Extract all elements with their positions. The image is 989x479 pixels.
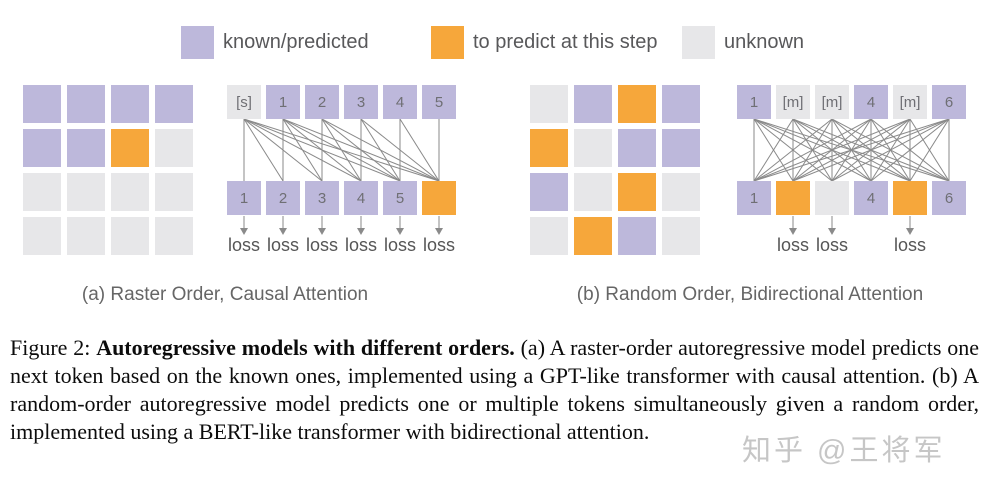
legend-swatch-known bbox=[181, 26, 214, 59]
grid-cell-known bbox=[662, 129, 700, 167]
grid-cell-known bbox=[155, 85, 193, 123]
grid-cell-known bbox=[574, 85, 612, 123]
grid-cell-known bbox=[23, 85, 61, 123]
bottom-token-2: 2 bbox=[266, 181, 300, 215]
grid-cell-known bbox=[618, 217, 656, 255]
grid-cell-known bbox=[67, 129, 105, 167]
bottom-token-6: 6 bbox=[932, 181, 966, 215]
grid-cell-unknown bbox=[574, 129, 612, 167]
loss-arrow-icon bbox=[396, 228, 404, 235]
grid-cell-unknown bbox=[23, 217, 61, 255]
top-token-4: 4 bbox=[854, 85, 888, 119]
random-order-grid bbox=[530, 85, 700, 255]
loss-label: loss bbox=[344, 235, 378, 255]
grid-cell-unknown bbox=[111, 217, 149, 255]
subcaption-b: (b) Random Order, Bidirectional Attentio… bbox=[576, 284, 924, 305]
top-token-3: 3 bbox=[344, 85, 378, 119]
bottom-token-predict bbox=[776, 181, 810, 215]
loss-arrow-icon bbox=[435, 228, 443, 235]
grid-cell-unknown bbox=[111, 173, 149, 211]
subcaption-a: (a) Raster Order, Causal Attention bbox=[81, 284, 369, 305]
grid-cell-known bbox=[111, 85, 149, 123]
bottom-token-3: 3 bbox=[305, 181, 339, 215]
bottom-token-predict bbox=[893, 181, 927, 215]
legend-label-to-predict: to predict at this step bbox=[473, 31, 658, 53]
grid-cell-unknown bbox=[574, 173, 612, 211]
grid-cell-unknown bbox=[662, 217, 700, 255]
legend-item-to-predict: to predict at this step bbox=[431, 26, 658, 59]
top-token-m: [m] bbox=[776, 85, 810, 119]
bottom-token-predict bbox=[422, 181, 456, 215]
loss-label: loss bbox=[815, 235, 849, 255]
grid-cell-unknown bbox=[662, 173, 700, 211]
loss-arrow-icon bbox=[318, 228, 326, 235]
legend-item-known: known/predicted bbox=[181, 26, 369, 59]
top-token-m: [m] bbox=[815, 85, 849, 119]
causal-attention-lines bbox=[243, 119, 440, 181]
top-token-1: 1 bbox=[266, 85, 300, 119]
loss-arrow-icon bbox=[828, 228, 836, 235]
caption-prefix: Figure 2: bbox=[10, 335, 97, 360]
grid-cell-unknown bbox=[67, 173, 105, 211]
loss-arrow-icon bbox=[789, 228, 797, 235]
grid-cell-unknown bbox=[530, 217, 568, 255]
top-token-1: 1 bbox=[737, 85, 771, 119]
bidirectional-attention-lines bbox=[753, 119, 950, 181]
bottom-token-1: 1 bbox=[227, 181, 261, 215]
grid-cell-unknown bbox=[530, 85, 568, 123]
bottom-token-4: 4 bbox=[344, 181, 378, 215]
grid-cell-predict bbox=[574, 217, 612, 255]
loss-arrow-icon bbox=[906, 228, 914, 235]
top-token-m: [m] bbox=[893, 85, 927, 119]
bottom-token-4: 4 bbox=[854, 181, 888, 215]
grid-cell-unknown bbox=[23, 173, 61, 211]
top-token-4: 4 bbox=[383, 85, 417, 119]
loss-label: loss bbox=[422, 235, 456, 255]
loss-arrow-icon bbox=[357, 228, 365, 235]
grid-cell-predict bbox=[618, 85, 656, 123]
legend-swatch-to-predict bbox=[431, 26, 464, 59]
loss-arrows bbox=[789, 216, 914, 235]
loss-label: loss bbox=[383, 235, 417, 255]
grid-cell-known bbox=[530, 173, 568, 211]
raster-order-grid bbox=[23, 85, 193, 255]
caption-body: (a) A raster-order autoregressive model … bbox=[10, 335, 979, 444]
grid-cell-unknown bbox=[155, 173, 193, 211]
legend-item-unknown: unknown bbox=[682, 26, 804, 59]
grid-cell-predict bbox=[618, 173, 656, 211]
loss-label: loss bbox=[227, 235, 261, 255]
grid-cell-predict bbox=[530, 129, 568, 167]
grid-cell-unknown bbox=[155, 217, 193, 255]
top-token-5: 5 bbox=[422, 85, 456, 119]
grid-cell-known bbox=[23, 129, 61, 167]
loss-arrows bbox=[240, 216, 443, 235]
top-token-s: [s] bbox=[227, 85, 261, 119]
loss-arrow-icon bbox=[240, 228, 248, 235]
legend-label-unknown: unknown bbox=[724, 31, 805, 53]
grid-cell-unknown bbox=[155, 129, 193, 167]
loss-label: loss bbox=[893, 235, 927, 255]
legend-label-known: known/predicted bbox=[223, 31, 369, 53]
legend-swatch-unknown bbox=[682, 26, 715, 59]
loss-arrow-icon bbox=[279, 228, 287, 235]
loss-label: loss bbox=[776, 235, 810, 255]
grid-cell-unknown bbox=[67, 217, 105, 255]
grid-cell-known bbox=[67, 85, 105, 123]
grid-cell-predict bbox=[111, 129, 149, 167]
watermark: 知乎 @王将军 bbox=[742, 435, 946, 467]
caption-bold-title: Autoregressive models with different ord… bbox=[96, 335, 515, 360]
loss-label: loss bbox=[305, 235, 339, 255]
bottom-token-1: 1 bbox=[737, 181, 771, 215]
grid-cell-known bbox=[618, 129, 656, 167]
top-token-6: 6 bbox=[932, 85, 966, 119]
grid-cell-known bbox=[662, 85, 700, 123]
top-token-2: 2 bbox=[305, 85, 339, 119]
loss-label: loss bbox=[266, 235, 300, 255]
bottom-token-unknown bbox=[815, 181, 849, 215]
figure-caption: Figure 2: Autoregressive models with dif… bbox=[10, 334, 979, 446]
bottom-token-5: 5 bbox=[383, 181, 417, 215]
